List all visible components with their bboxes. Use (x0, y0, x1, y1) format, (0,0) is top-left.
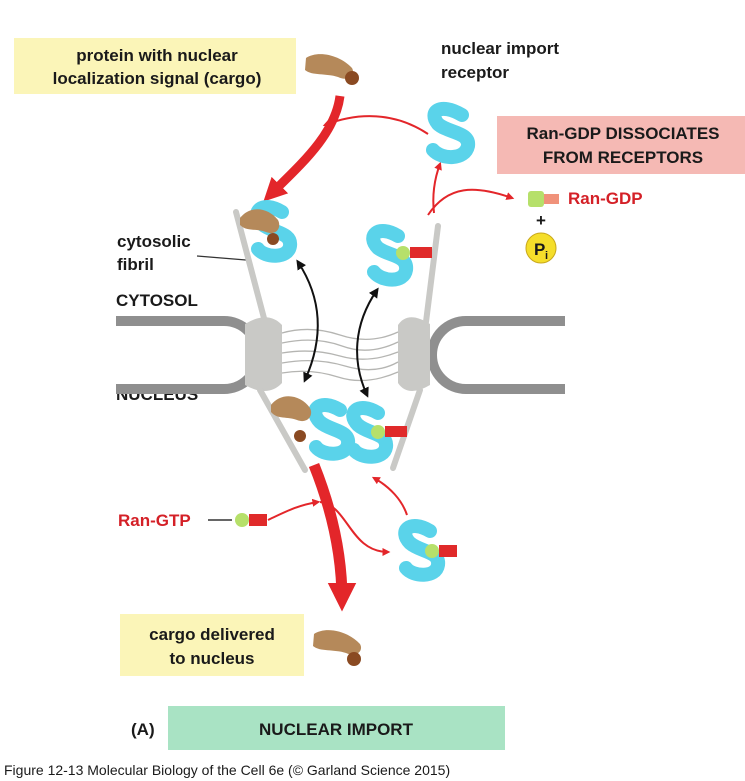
fibril-label-line2: fibril (117, 255, 154, 274)
phosphate: P i (525, 232, 557, 264)
cargo-receptor-complex-cytosol (240, 200, 297, 263)
figure-caption: Figure 12-13 Molecular Biology of the Ce… (4, 762, 450, 778)
receptor-return-arrows (267, 115, 515, 556)
ran-gtp-label: Ran-GTP (118, 511, 191, 530)
receptor-binding-ran-gtp (398, 519, 457, 582)
delivered-label-line1: cargo delivered (149, 625, 275, 644)
diffusion-arrows (296, 259, 379, 398)
phosphate-label: P (534, 240, 545, 259)
free-receptor-top (426, 101, 475, 164)
dissociate-label-line1: Ran-GDP DISSOCIATES (526, 124, 719, 143)
dissociate-label-line2: FROM RECEPTORS (543, 148, 703, 167)
panel-title: NUCLEAR IMPORT (259, 720, 414, 739)
ran-gdp-label: Ran-GDP (568, 189, 643, 208)
cargo-entry-arrow (263, 95, 345, 202)
fibril-pointer-line (196, 255, 247, 261)
cargo-label-box (14, 38, 296, 94)
fibril-label-line1: cytosolic (117, 232, 191, 251)
cytosol-label: CYTOSOL (116, 291, 198, 310)
cargo-delivery-arrow (308, 462, 357, 612)
receptor-ran-gtp-cytosol (366, 224, 432, 287)
delivered-cargo (313, 630, 362, 666)
cargo-receptor-complex-nucleus (271, 396, 355, 461)
plus-sign: + (536, 211, 546, 230)
free-cargo-top (305, 54, 359, 85)
receptor-label-line2: receptor (441, 63, 509, 82)
ran-gdp-released (528, 191, 559, 207)
phosphate-subscript: i (545, 250, 548, 262)
panel-letter: (A) (131, 720, 155, 739)
delivered-label-line2: to nucleus (169, 649, 254, 668)
receptor-ran-gtp-nucleus (346, 401, 407, 464)
cargo-label-line1: protein with nuclear (76, 46, 238, 65)
receptor-label-line1: nuclear import (441, 39, 559, 58)
dissociate-label-box (497, 116, 745, 174)
nuclear-envelope (116, 316, 565, 394)
delivered-label-box (120, 614, 304, 676)
panel-title-box (168, 706, 505, 750)
ran-gtp-free (235, 513, 267, 527)
cargo-label-line2: localization signal (cargo) (53, 69, 262, 88)
